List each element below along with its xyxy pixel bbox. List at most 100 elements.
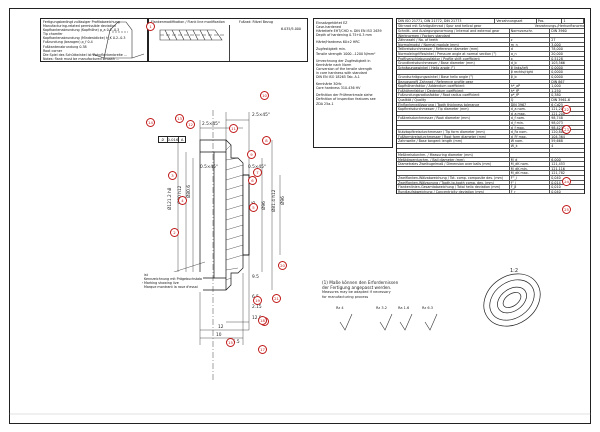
gear-table-row (397, 148, 584, 154)
gear-table-cell (510, 79, 551, 84)
gear-table-cell: Zahnweite / Base tangent length (mm) (397, 139, 510, 143)
material-line: Core hardness 310-436 HV (316, 86, 361, 91)
inspection-marker: 13 (175, 114, 184, 123)
gear-table-cell: Q (510, 97, 551, 102)
inspection-marker: 21 (272, 294, 281, 303)
inspection-marker: 15 (226, 338, 235, 347)
inspection-marker: 7 (253, 168, 262, 177)
gear-table-cell: ρ*_fP (510, 93, 551, 97)
inspection-marker: 9 (247, 150, 256, 159)
gear-table-cell: d_b (510, 61, 551, 65)
inspection-marker: 18 (258, 316, 267, 325)
gear-table-cell (397, 70, 510, 75)
material-line: DIN EN ISO 18265 Tab. A.1 (316, 75, 360, 80)
gear-table-cell: DIN 867 (551, 79, 565, 84)
gear-table-cell: M_d (510, 157, 551, 162)
gear-table-cell: 121,453 (551, 162, 565, 166)
gear-table-cell: Einflankenwälzsprung / Tooth thickness t… (397, 102, 510, 107)
gear-table-row: Flankenlinien-Gesamtabweichung / Total h… (397, 185, 584, 190)
gear-table-row: Fußrundungsradiusfaktor / Root radius co… (397, 93, 584, 98)
gear-table-cell: d_a nom. (510, 107, 551, 111)
profile-header-right: Fußrad: Ritzel Bezug (239, 20, 273, 24)
gear-table-row: Fußformkreisdurchmesser / Root form diam… (397, 134, 584, 140)
gear-table-cell: W nom. (510, 139, 551, 143)
gear-table-cell: Fußkreisdurchmesser / Root diameter (mm) (397, 116, 510, 120)
gear-table-row: Fußkreisdurchmesser / Root diameter (mm)… (397, 116, 584, 121)
dim-chamfer-top2: 2.5×45° (252, 113, 271, 118)
drawing-sheet (9, 8, 591, 424)
gear-table-cell: 103,566 (551, 61, 565, 65)
gear-table-cell: 20,000 (551, 52, 563, 56)
gear-table-cell (397, 111, 510, 116)
gear-table-row: M_dK min.121,116 (397, 166, 584, 172)
gear-table-cell: Fußrundungsradiusfaktor / Root radius co… (397, 93, 510, 97)
gear-table-cell: 0,0000 (551, 75, 563, 79)
gear-table-header-cell: 1 (562, 19, 584, 24)
gear-table-cell: 121,782 (551, 171, 565, 176)
gear-table-header-cell: Pos. (537, 19, 563, 24)
gear-table-cell: 0,040 (551, 189, 561, 194)
gear-table-header-cell: Verzahnungsart (495, 19, 537, 24)
profile-modification-box: Flankenmodifikation / Flank line modific… (148, 18, 308, 62)
gear-table-cell: Zweiflanken-Wälzsprung / Tooth-to-tooth … (397, 180, 510, 185)
center-note-line: for manufacturing process (322, 295, 369, 299)
info-line: Notes: flank must be manufactured smooth… (43, 56, 120, 61)
gear-table-cell: 121,116 (551, 166, 565, 171)
gear-table-cell (510, 148, 551, 153)
gear-table-cell: Fußhöhenfaktor / Dedendum coefficient (397, 88, 510, 93)
dim-d5: Ø96 (262, 201, 267, 210)
gear-table-cell (397, 166, 510, 171)
info-line: Root corner (43, 48, 63, 53)
gear-table-row: Kopfkreisdurchmesser / Tip diameter (mm)… (397, 107, 584, 112)
gear-table-cell: DIN 3960 (551, 29, 567, 33)
gear-table-row: Meßkörperdurchm. / Ball diameter (mm)M_d… (397, 157, 584, 163)
gear-table-cell: β links/left (510, 65, 551, 70)
tooth-sketch (91, 21, 145, 59)
inspection-marker: 22 (562, 105, 571, 114)
gear-table-cell: d_a max. (510, 111, 551, 116)
info-line: Tip chamfer (43, 32, 63, 37)
gear-table-cell: d_Ff max. (510, 134, 551, 139)
material-line: Härte/Hardness 60±2 HRC (316, 40, 360, 45)
gear-table-cell (397, 171, 510, 176)
dim-b3: 2.15 (252, 305, 262, 310)
material-line: Umrechnung der Zugfestigkeit in (316, 58, 371, 63)
gear-table-cell: 1,250 (551, 88, 561, 93)
info-line: Fußkantenabrundung 0.38 (43, 44, 87, 49)
tolerance-datum: A (180, 137, 184, 142)
gear-table-cell: Meßkreisdurchm. / Measuring diameter (mm… (397, 153, 510, 157)
gear-table-cell: Werknormen / Factory standard (397, 33, 510, 38)
gear-table-cell: d_f max. (510, 125, 551, 130)
gear-table-cell: 6 Cd25 (551, 102, 563, 107)
inspection-marker: 5 (249, 203, 258, 212)
gear-table-cell: F''_i (510, 176, 551, 180)
gear-table-cell: d_Fa nom. (510, 130, 551, 134)
material-line: Kernhärte nach Norm (316, 62, 352, 67)
gear-table-cell: 121,200 (551, 111, 565, 116)
gear-table-cell: Grundschrägungswinkel / Base helix angle… (397, 75, 510, 79)
gear-table-cell: Rundlaufabweichung / Concentricity devia… (397, 189, 510, 194)
gear-table-row: Schnitt- und Auslegungsnormung / Interna… (397, 29, 584, 34)
info-line: Die Spiel des Schüttwinkel ist Zahnflank… (43, 52, 128, 57)
material-line: Einsatzgehärtet EZ (316, 21, 348, 25)
gear-table-cell: d (510, 47, 551, 52)
dim-b2: 9.5 (252, 275, 259, 280)
gear-table-cell: x (510, 56, 551, 61)
gear-table-cell (397, 143, 510, 148)
material-line: Definition of inspection features see (316, 97, 376, 102)
inspection-marker: 17 (258, 345, 267, 354)
gear-table-cell: 3,000 (551, 42, 561, 47)
gear-table-row: Einflankenwälzsprung / Tooth thickness t… (397, 102, 584, 108)
dim-chamfer-mid: 0.5×45° (200, 165, 219, 170)
material-line: Tensile strength 1000...1200 N/mm² (316, 51, 376, 56)
inspection-marker: 3 (168, 171, 177, 180)
center-note-line: (1) Maße können den Erfordernissen (322, 280, 399, 285)
gear-table-cell: m_n (510, 42, 551, 47)
gear-table-cell: Kopfhöhenfaktor / Addendum coefficient (397, 84, 510, 88)
dim-d3: Ø80.6 (187, 185, 192, 198)
gear-table-row: Meßkreisdurchm. / Measuring diameter (mm… (397, 153, 584, 158)
